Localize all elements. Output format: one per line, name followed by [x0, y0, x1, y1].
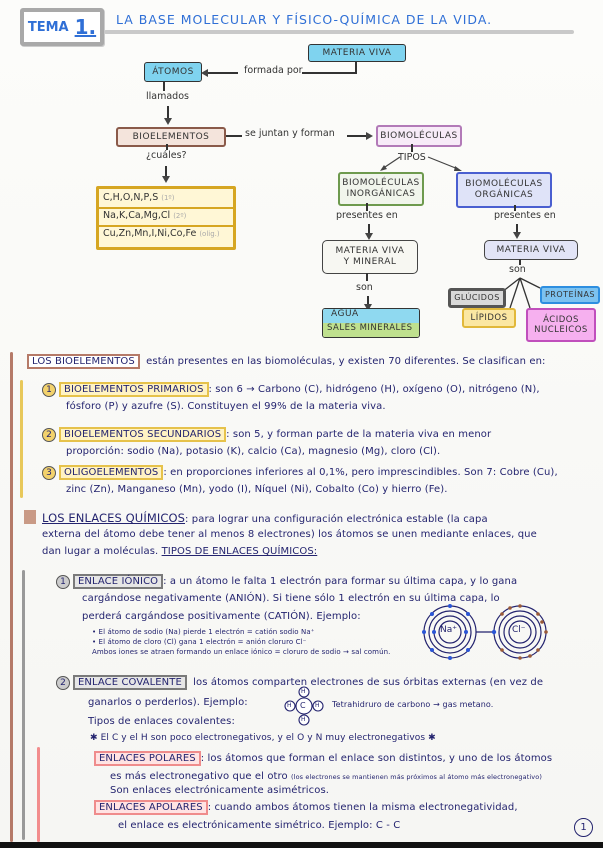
methane-diagram: [284, 686, 324, 726]
materia-viva-mineral-box: MATERIA VIVA Y MINERAL: [322, 240, 418, 274]
enlaces-heading: LOS ENLACES QUÍMICOS: [42, 511, 186, 525]
bottom-edge: [0, 842, 603, 848]
presentes-en-right: presentes en: [494, 210, 556, 221]
tipos-covalentes: Tipos de enlaces covalentes:: [88, 716, 235, 727]
agua-sales-box: AGUA SALES MINERALES: [322, 308, 420, 338]
materia-viva-box: MATERIA VIVA: [308, 44, 406, 62]
se-juntan-label: se juntan y forman: [245, 128, 335, 139]
number-badge: 3: [42, 466, 56, 480]
enlaces-line1: LOS ENLACES QUÍMICOS: para lograr una co…: [42, 511, 488, 525]
page-number: 1: [574, 818, 593, 837]
apolares-line1: ENLACES APOLARES: cuando ambos átomos ti…: [94, 800, 518, 815]
primarios-line2: fósforo (P) y azufre (S). Constituyen el…: [66, 401, 386, 412]
biomoleculas-label: BIOMOLÉCULAS: [380, 130, 458, 141]
elements-row-secondary: Na,K,Ca,Mg,Cl(2º): [103, 210, 187, 221]
number-badge: 1: [56, 575, 70, 589]
atomos-box: ÁTOMOS: [144, 62, 202, 82]
number-badge: 1: [42, 383, 56, 397]
tema-label: TEMA: [27, 19, 69, 35]
number-badge: 2: [42, 428, 56, 442]
polares-line2: es más electronegativo que el otro (los …: [110, 771, 542, 782]
enlaces-line3: dan lugar a moléculas. TIPOS DE ENLACES …: [42, 546, 318, 557]
materia-viva-right-box: MATERIA VIVA: [484, 240, 578, 260]
ionico-bullet2: • El átomo de cloro (Cl) gana 1 electrón…: [92, 638, 307, 646]
margin-bar-yellow: [20, 380, 23, 498]
polares-line1: ENLACES POLARES: los átomos que forman e…: [94, 751, 552, 766]
tipos-enlaces-heading: TIPOS DE ENLACES QUÍMICOS:: [161, 546, 318, 557]
oligo-heading: OLIGOELEMENTOS: [59, 465, 164, 480]
tema-badge: TEMA 1.: [20, 8, 104, 46]
apolares-heading: ENLACES APOLARES: [94, 800, 208, 815]
number-badge: 2: [56, 676, 70, 690]
bioelementos-label: BIOELEMENTOS: [132, 131, 210, 142]
title-underline: [104, 30, 574, 34]
biomoleculas-organicas-box: BIOMOLÉCULAS ORGÁNICAS: [456, 172, 552, 208]
nacl-bond-diagram: [422, 604, 548, 660]
electronegativity-note: ✱ El C y el H son poco electronegativos,…: [90, 733, 436, 743]
secundarios-line2: proporción: sodio (Na), potasio (K), cal…: [66, 446, 441, 457]
proteinas-box: PROTEÍNAS: [540, 286, 600, 304]
covalente-heading: ENLACE COVALENTE: [73, 675, 187, 690]
lipidos-box: LÍPIDOS: [462, 308, 516, 328]
polares-heading: ENLACES POLARES: [94, 751, 201, 766]
margin-bar-brown: [10, 352, 13, 842]
ionico-line2: cargándose negativamente (ANIÓN). Si tie…: [82, 593, 500, 604]
margin-bar-gray: [22, 570, 25, 840]
elements-table: C,H,O,N,P,S(1º) Na,K,Ca,Mg,Cl(2º) Cu,Zn,…: [96, 186, 236, 250]
ionico-heading: ENLACE IÓNICO: [73, 574, 164, 589]
tipos-label: TIPOS: [398, 152, 426, 163]
biomoleculas-inorganicas-box: BIOMOLÉCULAS INORGÁNICAS: [338, 172, 424, 206]
tipos-arrows: [380, 156, 462, 171]
ionico-bullet1: • El átomo de sodio (Na) pierde 1 electr…: [92, 628, 315, 636]
enlaces-marker: [24, 510, 36, 524]
bioelementos-heading: LOS BIOELEMENTOS: [27, 354, 140, 369]
bioelementos-intro-line: LOS BIOELEMENTOS están presentes en las …: [27, 354, 546, 369]
apolares-line2: el enlace es electrónicamente simétrico.…: [118, 820, 401, 831]
atomos-label: ÁTOMOS: [152, 66, 194, 77]
biomoleculas-box: BIOMOLÉCULAS: [376, 125, 462, 147]
cl-ion-label: Cl⁻: [512, 625, 526, 635]
na-ion-label: Na⁺: [440, 625, 457, 635]
methane-carbon: C: [300, 701, 306, 710]
enlaces-line2: externa del átomo debe tener al menos 8 …: [42, 529, 537, 540]
primarios-heading: BIOELEMENTOS PRIMARIOS: [59, 382, 209, 397]
son-right-label: son: [509, 264, 526, 275]
elements-row-primary: C,H,O,N,P,S(1º): [103, 192, 175, 203]
sales-minerales-label: SALES MINERALES: [323, 323, 419, 337]
llamados-label: llamados: [146, 91, 189, 102]
oligo-line2: zinc (Zn), Manganeso (Mn), yodo (I), Níq…: [66, 484, 448, 495]
ionico-line3: perderá cargándose positivamente (CATIÓN…: [82, 611, 361, 622]
covalente-line2-prefix: ganarlos o perderlos). Ejemplo:: [88, 697, 248, 708]
presentes-en-left: presentes en: [336, 210, 398, 221]
page-title: LA BASE MOLECULAR Y FÍSICO-QUÍMICA DE LA…: [116, 12, 493, 27]
tema-number: 1.: [74, 15, 97, 39]
formada-por-label: formada por: [244, 65, 303, 76]
materia-viva-label: MATERIA VIVA: [322, 47, 392, 58]
margin-bar-pink: [37, 747, 40, 842]
son-left-label: son: [356, 282, 373, 293]
cuales-label: ¿cuáles?: [146, 150, 187, 161]
polares-line3: Son enlaces electrónicamente asimétricos…: [110, 785, 330, 796]
bioelementos-box: BIOELEMENTOS: [116, 127, 226, 147]
acidos-nucleicos-box: ÁCIDOS NUCLEICOS: [526, 308, 596, 342]
elements-row-oligo: Cu,Zn,Mn,I,Ni,Co,Fe(olig.): [103, 228, 220, 239]
methane-caption: Tetrahidruro de carbono → gas metano.: [332, 700, 494, 709]
secundarios-heading: BIOELEMENTOS SECUNDARIOS: [59, 427, 227, 442]
glucidos-box: GLÚCIDOS: [448, 288, 506, 308]
agua-label: AGUA: [323, 309, 419, 323]
ionico-bullet3: Ambos iones se atraen formando un enlace…: [92, 648, 391, 656]
